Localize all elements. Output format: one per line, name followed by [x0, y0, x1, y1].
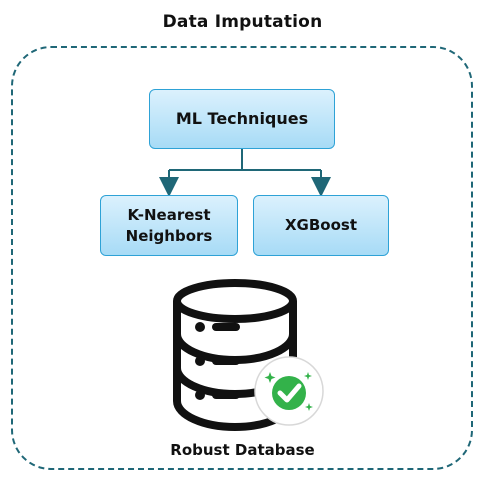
knn-label: K-Nearest Neighbors [125, 206, 213, 245]
knn-box: K-Nearest Neighbors [100, 195, 238, 256]
dashed-frame [11, 46, 473, 470]
xgboost-box: XGBoost [253, 195, 389, 256]
xgboost-label: XGBoost [284, 216, 358, 235]
sparkle-icon [264, 372, 276, 383]
diagram-title: Data Imputation [162, 12, 323, 32]
robust-database-caption: Robust Database [170, 441, 315, 459]
ml-techniques-label: ML Techniques [175, 109, 309, 129]
check-badge-icon [254, 356, 324, 426]
ml-techniques-box: ML Techniques [149, 89, 335, 149]
sparkle-icon [304, 372, 312, 380]
sparkle-icon [305, 403, 313, 411]
